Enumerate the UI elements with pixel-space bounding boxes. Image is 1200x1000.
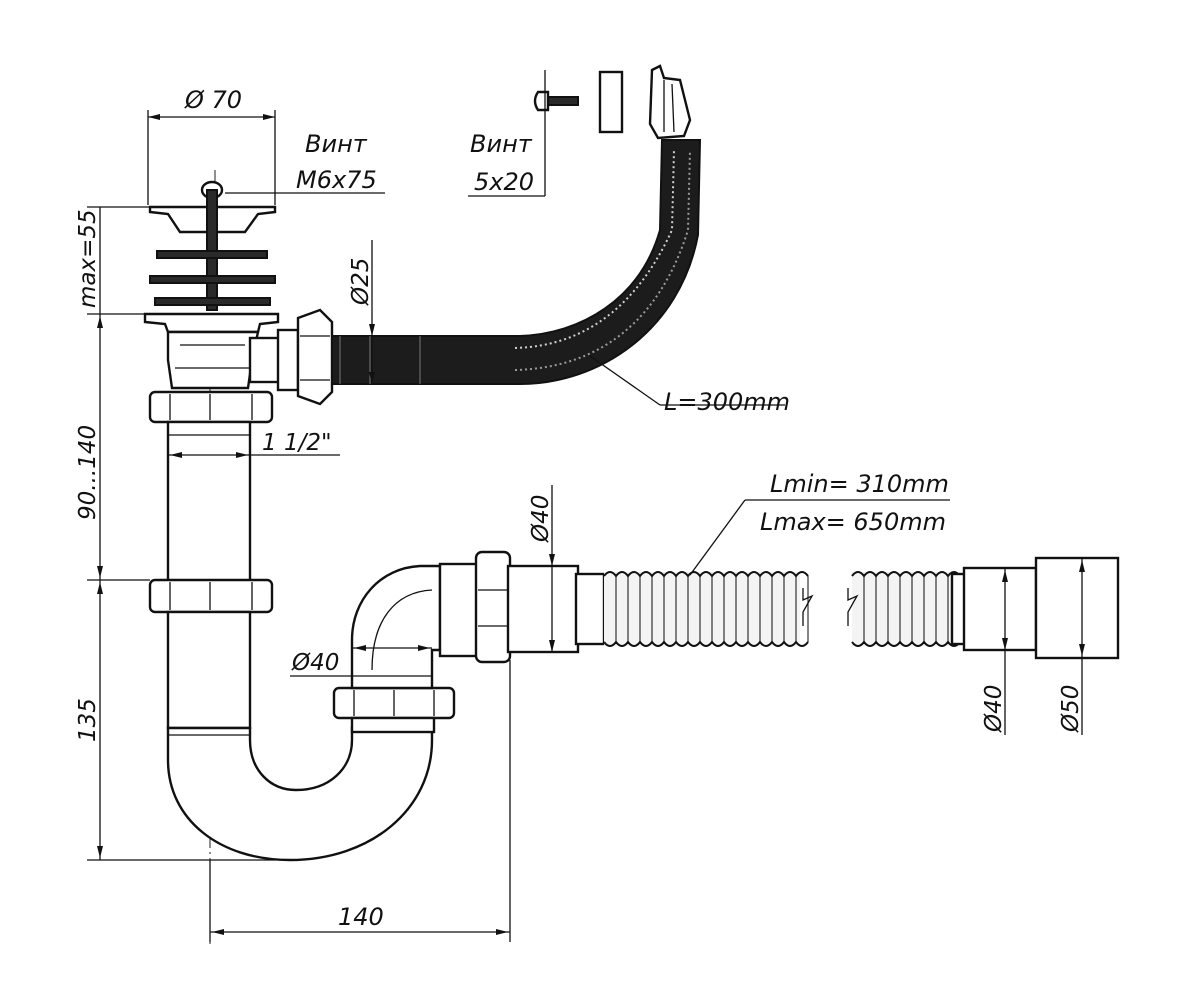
label-thread: 1 1/2"	[262, 430, 332, 456]
dim-140	[209, 660, 511, 942]
label-max55: max=55	[75, 209, 101, 308]
label-dia40-left: Ø40	[291, 650, 339, 676]
dim-max55	[87, 206, 150, 315]
leader-screw-5x20	[468, 70, 546, 197]
strainer-cap	[148, 180, 277, 311]
dim-dia40-left	[290, 645, 432, 677]
corrugated-hose-left	[603, 571, 809, 647]
dim-dia40-top	[549, 485, 555, 652]
dim-thread	[168, 452, 340, 458]
leader-l300	[589, 355, 785, 406]
dim-dia25	[369, 240, 375, 384]
label-dia25: Ø25	[348, 258, 374, 306]
dim-90-140	[87, 314, 150, 581]
dim-dia50	[1079, 558, 1085, 735]
label-screw1-title: Винт	[305, 130, 368, 158]
outlet-coupling	[438, 550, 606, 664]
overflow-grille	[648, 64, 692, 140]
label-screw2-size: 5x20	[474, 168, 534, 196]
outlet-end-adapter	[950, 556, 1120, 660]
dim-135	[87, 580, 285, 861]
outlet-body	[143, 312, 300, 392]
dim-dia40-right	[1002, 568, 1008, 735]
small-screw	[533, 90, 579, 112]
label-90-140: 90...140	[75, 425, 101, 520]
leader-lmin-lmax	[689, 499, 950, 576]
label-140: 140	[338, 903, 384, 931]
label-dia40-top: Ø40	[528, 495, 554, 543]
trap-elbow	[350, 564, 442, 690]
label-dia70: Ø 70	[184, 86, 242, 114]
rubber-gasket	[598, 70, 624, 134]
label-135: 135	[75, 698, 101, 742]
trap-union-nut	[332, 686, 456, 734]
label-lmin: Lmin= 310mm	[770, 470, 949, 498]
gasket-stack	[149, 250, 276, 306]
overflow-nut	[296, 308, 334, 406]
corrugated-hose-right	[851, 571, 961, 647]
break-marks	[802, 588, 859, 626]
label-screw2-title: Винт	[470, 130, 533, 158]
u-trap	[166, 610, 434, 862]
lower-union-nut	[148, 578, 274, 614]
label-dia50: Ø50	[1058, 685, 1084, 733]
dim-dia70	[147, 110, 276, 205]
label-dia40-right: Ø40	[981, 685, 1007, 733]
upper-union-nut	[148, 390, 274, 424]
label-lmax: Lmax= 650mm	[760, 508, 946, 536]
label-l300: L=300mm	[664, 388, 790, 416]
tailpiece	[166, 420, 252, 584]
label-screw1-size: M6x75	[296, 166, 377, 194]
